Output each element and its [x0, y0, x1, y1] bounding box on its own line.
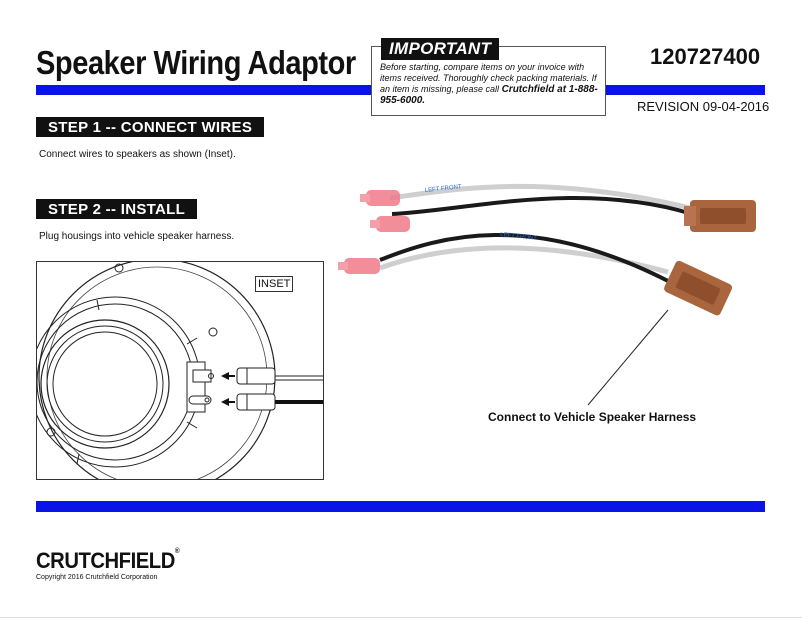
- important-text: Before starting, compare items on your i…: [380, 62, 602, 106]
- upper-terminals: [360, 190, 410, 232]
- page-title: Speaker Wiring Adaptor: [36, 44, 356, 81]
- part-number: 120727400: [650, 44, 761, 69]
- inset-diagram: INSET: [36, 261, 324, 480]
- lower-black-wire: [379, 233, 671, 284]
- lower-terminals: [338, 258, 380, 274]
- logo-registered-mark: ®: [174, 548, 180, 555]
- page-bottom-rule: [0, 617, 802, 618]
- important-body: Before starting, compare items on your i…: [380, 62, 597, 94]
- lower-white-wire: [379, 245, 669, 275]
- step-1-header: STEP 1 -- CONNECT WIRES: [36, 117, 265, 137]
- upper-connector-housing: [684, 200, 756, 232]
- lower-wire-print: LEFT FRONT: [500, 232, 538, 242]
- upper-wire-print: LEFT FRONT: [425, 184, 463, 194]
- lower-connector-housing: [664, 260, 733, 316]
- step-2-description: Plug housings into vehicle speaker harne…: [39, 231, 235, 242]
- upper-white-wire: [389, 183, 691, 211]
- harness-callout: Connect to Vehicle Speaker Harness: [488, 410, 697, 424]
- bottom-bar: [36, 501, 765, 512]
- revision-date: REVISION 09-04-2016: [637, 99, 770, 114]
- speaker-diagram: [37, 262, 323, 479]
- upper-black-wire: [391, 196, 693, 216]
- copyright-text: Copyright 2016 Crutchfield Corporation: [36, 574, 158, 581]
- wiring-adaptor-photo: LEFT FRONT LEFT FRONT: [338, 183, 756, 406]
- callout-leader-line: [587, 309, 669, 406]
- important-phone: Crutchfield at 1-888-955-6000.: [380, 84, 598, 106]
- important-label: IMPORTANT: [381, 38, 500, 60]
- crutchfield-logo: CRUTCHFIELD®: [36, 548, 180, 574]
- top-bar-left: [36, 85, 372, 95]
- step-1-description: Connect wires to speakers as shown (Inse…: [39, 149, 236, 160]
- inset-label: INSET: [255, 276, 294, 292]
- logo-text: CRUTCHFIELD: [36, 548, 175, 573]
- top-bar-right: [604, 85, 765, 95]
- step-2-header: STEP 2 -- INSTALL: [36, 199, 198, 219]
